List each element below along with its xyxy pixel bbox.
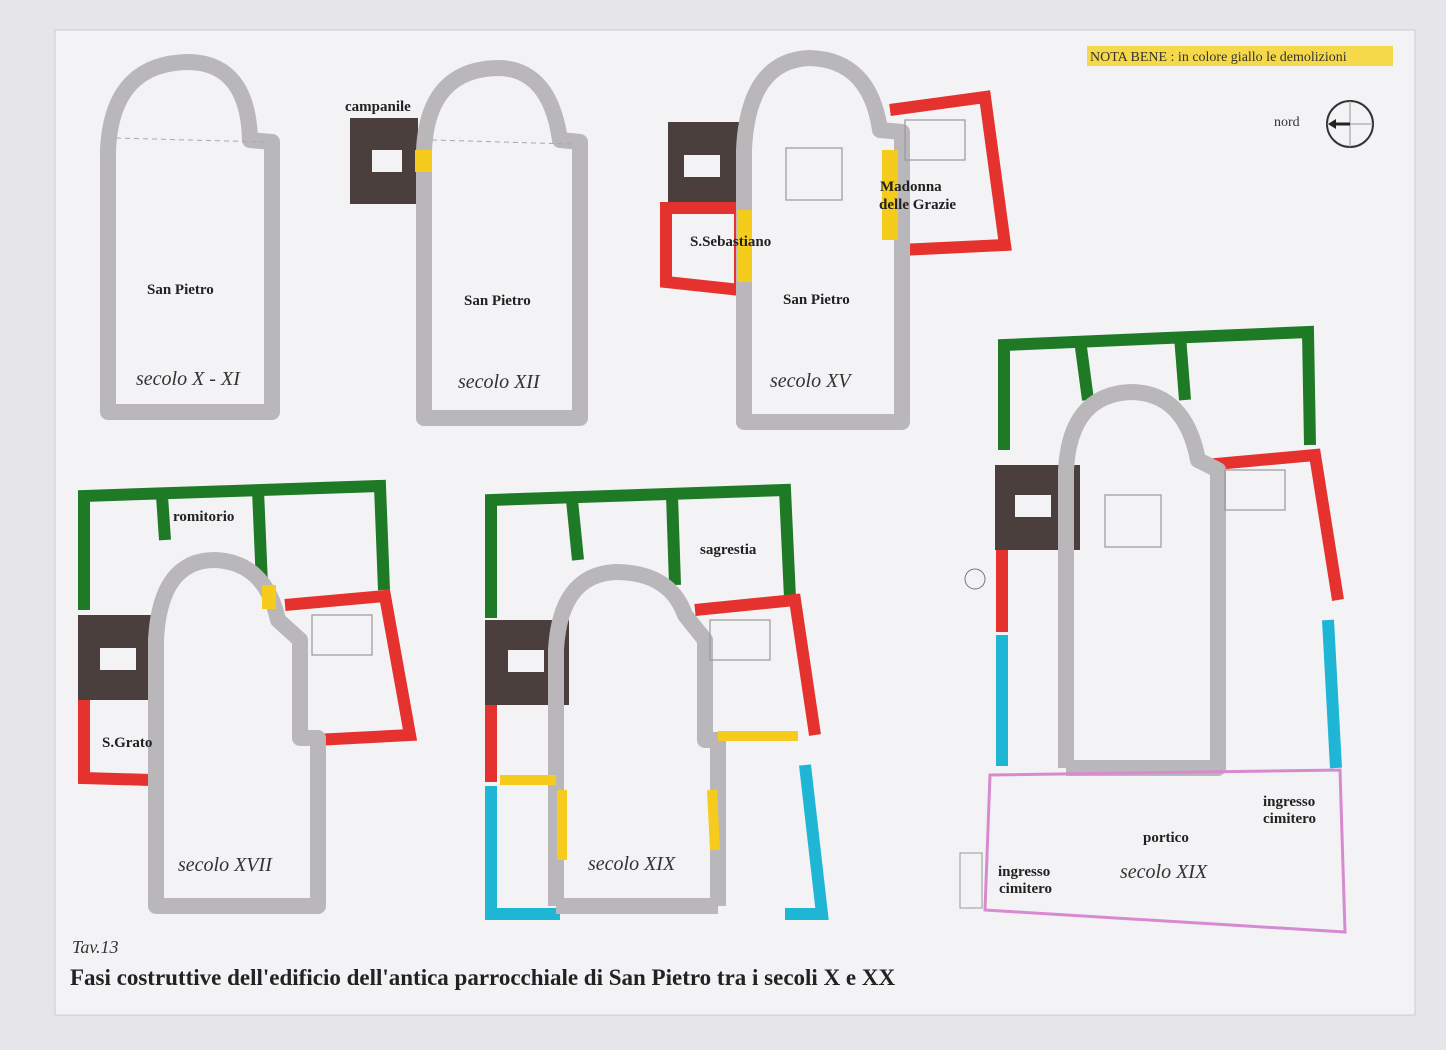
plan-label: delle Grazie (879, 197, 956, 213)
compass-label: nord (1274, 115, 1300, 130)
hole-mark (964, 568, 986, 590)
plan-label: ingresso (1263, 794, 1315, 810)
plan-label: romitorio (173, 509, 234, 525)
plan-secolo-xvii: romitorio S.Grato secolo XVII (78, 479, 418, 914)
plan-label: cimitero (999, 881, 1052, 897)
note-text: NOTA BENE : in colore giallo le demolizi… (1090, 50, 1347, 65)
century-label: secolo XIX (1120, 861, 1208, 883)
plan-label: S.Grato (102, 735, 152, 751)
north-compass-icon (1326, 100, 1374, 148)
century-label: secolo XVII (178, 854, 273, 876)
caption: Fasi costruttive dell'edificio dell'anti… (70, 965, 895, 990)
century-label: secolo X - XI (136, 368, 241, 390)
plate-number: Tav.13 (72, 937, 119, 957)
plan-secolo-xix-a: sagrestia secolo XIX (485, 483, 829, 920)
plan-label: S.Sebastiano (690, 234, 771, 250)
plan-label: portico (1143, 830, 1189, 846)
plan-label: ingresso (998, 864, 1050, 880)
plan-label: San Pietro (783, 292, 850, 308)
plan-secolo-xv: S.Sebastiano Madonna delle Grazie San Pi… (660, 50, 1012, 430)
plan-secolo-xix-b: portico ingresso cimitero ingresso cimit… (959, 325, 1347, 934)
plan-secolo-xii: campanile San Pietro secolo XII (345, 60, 588, 426)
century-label: secolo XV (770, 370, 853, 392)
century-label: secolo XIX (588, 853, 676, 875)
plan-label: San Pietro (147, 282, 214, 298)
plan-label: cimitero (1263, 811, 1316, 827)
note-highlight (1087, 46, 1393, 66)
plan-label: sagrestia (700, 542, 757, 558)
century-label: secolo XII (458, 371, 541, 393)
plan-label: Madonna (880, 179, 942, 195)
plan-secolo-x-xi: San Pietro secolo X - XI (100, 54, 280, 420)
plan-label: San Pietro (464, 293, 531, 309)
plan-label: campanile (345, 99, 411, 115)
